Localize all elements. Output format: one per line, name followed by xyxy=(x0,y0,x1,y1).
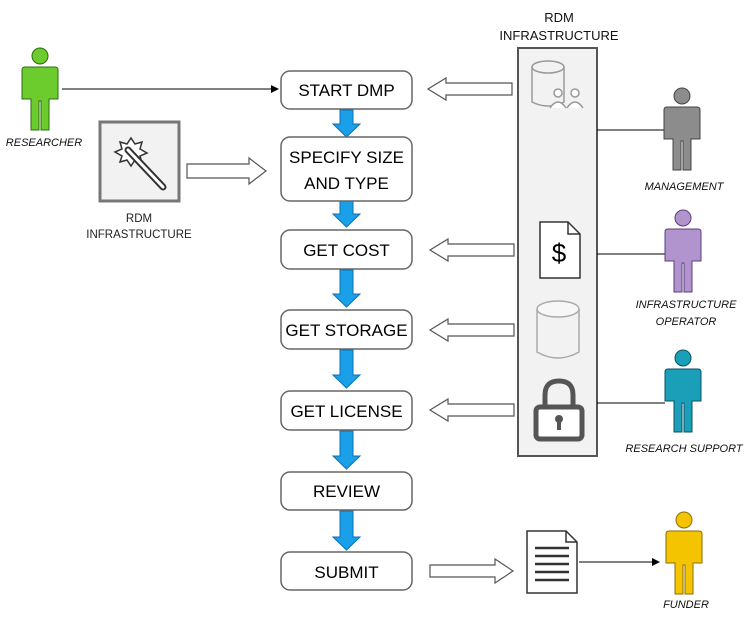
step-get-cost-label: GET COST xyxy=(303,241,390,260)
flow-arrow-2 xyxy=(331,200,362,228)
database-icon xyxy=(536,300,580,359)
step-get-storage-label: GET STORAGE xyxy=(285,321,407,340)
step-submit-box xyxy=(280,551,413,591)
research-support-label: RESEARCH SUPPORT xyxy=(625,443,743,455)
padlock-icon xyxy=(533,378,585,442)
infrastructure-operator-label-line-1: INFRASTRUCTURE xyxy=(636,299,737,311)
flow-arrow-4 xyxy=(331,349,362,389)
database-users-icon xyxy=(531,60,584,109)
step-start-dmp-label: START DMP xyxy=(298,81,394,100)
step-review-box xyxy=(280,471,413,511)
researcher-person-icon xyxy=(21,47,59,131)
flow-arrow-6 xyxy=(331,510,362,551)
funder-person-icon xyxy=(665,511,703,595)
step-review-label: REVIEW xyxy=(313,482,380,501)
management-person-icon xyxy=(663,87,701,171)
infrastructure-panel-title-line-2: INFRASTRUCTURE xyxy=(499,28,618,43)
step-start-dmp-box xyxy=(280,70,413,110)
wizard-tool-label-line-1: RDM xyxy=(126,213,152,225)
infrastructure-operator-person-icon xyxy=(664,209,702,293)
infrastructure-operator-label-line-2: OPERATOR xyxy=(656,316,717,328)
hollow-arrow-to-start xyxy=(426,76,513,102)
flow-arrow-1 xyxy=(331,109,362,138)
document-icon xyxy=(526,530,578,594)
infrastructure-panel-title-line-1: RDM xyxy=(544,10,574,25)
step-submit-label: SUBMIT xyxy=(314,563,378,582)
step-get-storage-box xyxy=(280,309,413,350)
hollow-arrow-from-wizard xyxy=(186,156,267,186)
flow-arrow-3 xyxy=(331,269,362,308)
management-label: MANAGEMENT xyxy=(645,181,725,193)
funder-label: FUNDER xyxy=(663,599,709,611)
magic-wand-icon xyxy=(113,136,167,191)
hollow-arrow-to-license xyxy=(428,397,515,423)
researcher-label: RESEARCHER xyxy=(6,137,82,149)
step-get-cost-box xyxy=(280,229,413,270)
hollow-arrow-from-submit xyxy=(429,557,515,585)
wizard-tool-label-line-2: INFRASTRUCTURE xyxy=(86,229,192,241)
hollow-arrow-to-storage xyxy=(428,317,515,343)
research-support-person-icon xyxy=(664,349,702,433)
flow-arrow-5 xyxy=(331,430,362,470)
hollow-arrow-to-cost xyxy=(428,237,515,263)
dollar-document-icon: $ xyxy=(539,221,581,279)
step-specify-size-label-line-1: SPECIFY SIZE xyxy=(289,148,404,167)
step-specify-size-box xyxy=(280,136,413,202)
step-get-license-box xyxy=(280,390,413,431)
step-specify-size-label-line-2: AND TYPE xyxy=(304,174,389,193)
step-get-license-label: GET LICENSE xyxy=(290,402,402,421)
flow-arrows xyxy=(331,109,362,551)
dollar-sign: $ xyxy=(552,238,567,268)
